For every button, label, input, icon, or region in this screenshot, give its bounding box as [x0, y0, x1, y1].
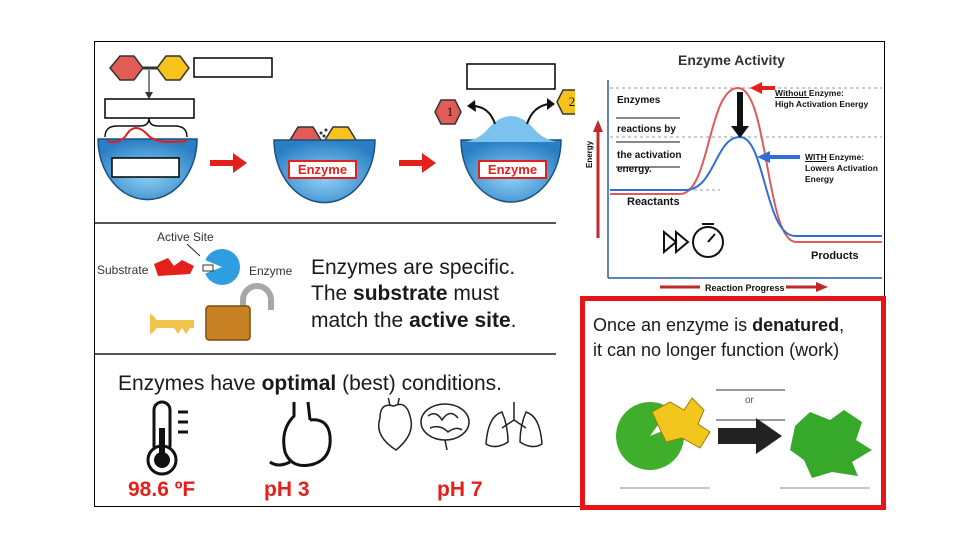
lock-and-key-illustration [150, 244, 274, 341]
denatured-enzyme-icon [790, 410, 872, 478]
divider-middle [95, 353, 556, 355]
with-enzyme-annotation: WITH Enzyme: Lowers Activation Energy [805, 152, 878, 184]
fast-forward-timer-icon [663, 223, 724, 258]
blank-label-box-1[interactable] [193, 57, 273, 78]
substrate-label: Substrate [97, 263, 149, 277]
enzyme-label-step3: Enzyme [478, 160, 547, 179]
lungs-icon [485, 402, 543, 448]
fill-in-line-2: reactions by [617, 124, 676, 135]
blank-label-box-2[interactable] [104, 98, 195, 119]
divider-top [95, 222, 556, 224]
fill-in-line-3: the activation [617, 150, 682, 161]
fill-in-line-4: energy. [617, 164, 652, 175]
enzyme-label: Enzyme [249, 264, 293, 278]
y-axis-label: Energy [585, 140, 594, 168]
substrate-puzzle-icon [651, 397, 711, 449]
body-ph-value: pH 7 [437, 478, 483, 501]
enzyme-bowl-1-icon [97, 127, 198, 201]
heart-icon [378, 398, 413, 451]
reaction-steps-illustration [97, 55, 575, 204]
denature-arrow-icon [718, 418, 782, 454]
or-label: or [745, 395, 754, 406]
x-axis-label: Reaction Progress [705, 283, 785, 293]
key-icon [150, 313, 194, 335]
blank-label-box-3[interactable] [111, 157, 180, 178]
enzyme-bowl-2-icon [273, 126, 376, 204]
thermometer-icon [146, 400, 188, 476]
brain-icon [420, 403, 470, 451]
specific-line-2: The substrate must [311, 282, 499, 305]
stomach-ph-value: pH 3 [264, 478, 310, 501]
stomach-icon [269, 401, 332, 467]
product-2-label: 2 [568, 94, 576, 109]
without-enzyme-curve [610, 86, 882, 243]
substrate-molecule-icon [109, 55, 190, 81]
product-1-label: 1 [446, 104, 454, 119]
products-label: Products [811, 250, 859, 262]
denatured-panel [580, 296, 886, 510]
enzyme-label-step2: Enzyme [288, 160, 357, 179]
substrate-shape-icon [154, 258, 194, 276]
fill-in-line-1: Enzymes [617, 95, 661, 106]
blank-label-box-4[interactable] [466, 63, 556, 90]
conditions-heading: Enzymes have optimal (best) conditions. [118, 372, 502, 395]
specific-line-1: Enzymes are specific. [311, 256, 516, 279]
diagram-frame [94, 41, 885, 507]
denatured-line-2: it can no longer function (work) [593, 340, 840, 360]
specific-line-3: match the active site. [311, 309, 517, 332]
reactants-label: Reactants [627, 196, 680, 208]
graph-title: Enzyme Activity [678, 52, 785, 68]
conditions-icons [146, 398, 543, 476]
energy-graph [593, 80, 882, 292]
active-site-label: Active Site [157, 230, 214, 244]
temperature-value: 98.6 ºF [128, 478, 196, 501]
padlock-icon [205, 283, 274, 341]
enzyme-bowl-3-icon [434, 63, 575, 203]
without-enzyme-annotation: Without Enzyme: High Activation Energy [775, 88, 869, 109]
denatured-illustration [616, 389, 872, 489]
denatured-line-1: Once an enzyme is denatured, [593, 315, 845, 335]
